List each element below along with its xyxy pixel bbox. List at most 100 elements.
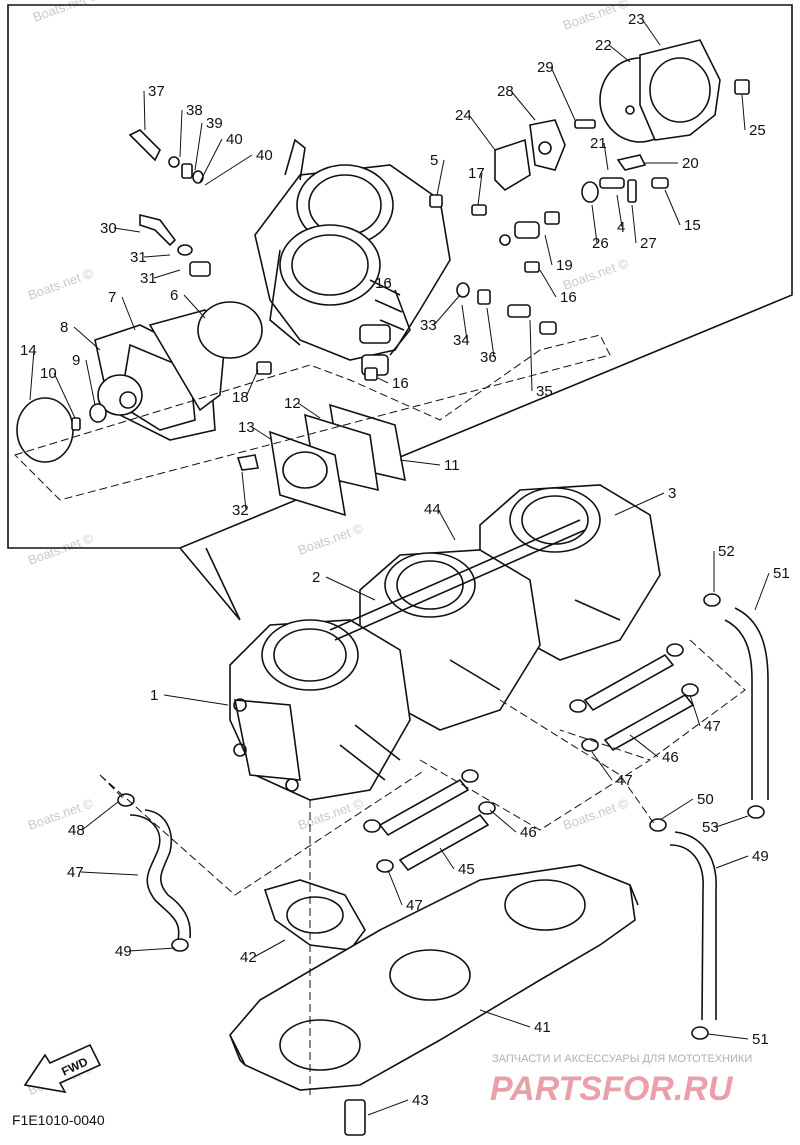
leader-line — [128, 947, 176, 952]
leader-line — [121, 296, 136, 331]
callout-6: 6 — [170, 287, 178, 304]
callout-51: 51 — [752, 1031, 769, 1048]
callout-47: 47 — [616, 772, 633, 789]
leader-line — [53, 372, 76, 419]
leader-line — [113, 227, 141, 233]
leader-line — [591, 751, 613, 781]
leader-line — [251, 426, 273, 441]
callout-5: 5 — [430, 152, 438, 169]
callout-47: 47 — [67, 864, 84, 881]
callout-49: 49 — [115, 943, 132, 960]
callout-31: 31 — [130, 249, 147, 266]
leader-line — [433, 294, 461, 326]
leader-line — [297, 402, 321, 419]
callout-52: 52 — [718, 543, 735, 560]
vent-hoses — [129, 607, 769, 1021]
leader-line — [73, 326, 101, 351]
leader-line — [641, 18, 661, 46]
callout-16: 16 — [392, 375, 409, 392]
callout-35: 35 — [536, 383, 553, 400]
callout-28: 28 — [497, 83, 514, 100]
leader-line — [754, 572, 770, 611]
detail-carburetor — [254, 138, 451, 376]
callout-51: 51 — [773, 565, 790, 582]
callout-7: 7 — [108, 289, 116, 306]
leader-line — [325, 576, 376, 601]
callout-46: 46 — [662, 749, 679, 766]
watermark: Boats.net © — [296, 520, 366, 558]
callout-24: 24 — [455, 107, 472, 124]
watermark: Boats.net © — [26, 530, 96, 568]
leader-line — [659, 798, 694, 821]
callout-16: 16 — [375, 275, 392, 292]
callout-40: 40 — [256, 147, 273, 164]
leader-line — [253, 939, 286, 958]
callout-4: 4 — [617, 219, 625, 236]
leader-line — [461, 304, 468, 341]
leader-line — [241, 471, 247, 511]
callout-30: 30 — [100, 220, 117, 237]
leader-line — [163, 694, 229, 706]
leader-line — [468, 114, 496, 151]
detail-guide-outline — [14, 334, 611, 501]
leader-lines — [29, 18, 770, 1116]
callout-11: 11 — [444, 457, 460, 474]
callout-23: 23 — [628, 11, 645, 28]
callout-1: 1 — [150, 687, 158, 704]
leader-line — [591, 204, 598, 244]
leader-line — [143, 90, 146, 131]
leader-line — [550, 66, 576, 121]
leader-line — [80, 871, 139, 876]
callout-48: 48 — [68, 822, 85, 839]
callout-26: 26 — [592, 235, 609, 252]
brand-tagline: ЗАПЧАСТИ И АКСЕССУАРЫ ДЛЯ МОТОТЕХНИКИ — [492, 1053, 752, 1065]
gasket-43 — [263, 879, 366, 951]
leader-line — [539, 269, 557, 298]
callout-9: 9 — [72, 352, 80, 369]
callout-38: 38 — [186, 102, 203, 119]
leader-line — [399, 459, 441, 466]
callout-41: 41 — [534, 1019, 551, 1036]
callout-32: 32 — [232, 502, 249, 519]
bolt-44 — [344, 1099, 366, 1136]
leader-line — [608, 44, 631, 63]
callout-42: 42 — [240, 949, 257, 966]
callout-46: 46 — [520, 824, 537, 841]
watermark: Boats.net © — [296, 795, 366, 833]
callout-44: 44 — [424, 501, 441, 518]
detail-view-pointer — [179, 547, 241, 621]
leader-line — [179, 109, 183, 158]
leader-line — [629, 734, 659, 758]
leader-line — [81, 801, 119, 831]
callout-37: 37 — [148, 83, 165, 100]
callout-34: 34 — [453, 332, 470, 349]
leader-line — [477, 172, 483, 206]
leader-line — [689, 694, 701, 727]
leader-line — [715, 855, 749, 869]
callout-labels: 1234567891011121314151616161718192021222… — [20, 11, 790, 1109]
leader-line — [489, 809, 517, 833]
leader-line — [614, 492, 665, 516]
leader-line — [388, 279, 391, 284]
watermark: Boats.net © — [561, 795, 631, 833]
carburetor-bank — [229, 484, 661, 801]
leader-line — [603, 142, 609, 171]
leader-line — [194, 122, 203, 171]
diagram-code: F1E1010-0040 — [12, 1112, 105, 1128]
callout-50: 50 — [697, 791, 714, 808]
callout-16: 16 — [560, 289, 577, 306]
callout-17: 17 — [468, 165, 485, 182]
leader-line — [377, 377, 389, 384]
callout-18: 18 — [232, 389, 249, 406]
callout-40: 40 — [226, 131, 243, 148]
leader-line — [183, 294, 206, 319]
callout-49: 49 — [752, 848, 769, 865]
callout-8: 8 — [60, 319, 68, 336]
leader-line — [436, 159, 445, 196]
callout-3: 3 — [668, 485, 676, 502]
leader-line — [29, 349, 35, 401]
callout-53: 53 — [702, 819, 719, 836]
callout-43: 43 — [412, 1092, 429, 1109]
callout-29: 29 — [537, 59, 554, 76]
